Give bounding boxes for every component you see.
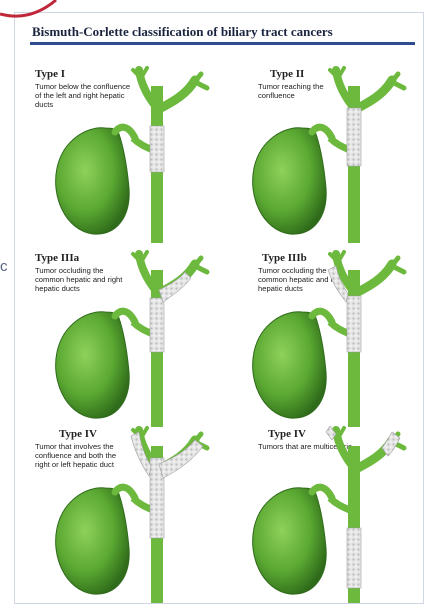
tumor-region [347, 528, 361, 588]
figure-title: Bismuth-Corlette classification of bilia… [32, 24, 422, 42]
panel-type-i: Type I Tumor below the confluence of the… [35, 68, 235, 243]
cut-off-text: c [0, 258, 8, 275]
panel-type-ii: Type II Tumor reaching the confluence [232, 68, 432, 243]
panel-type-iv-b: Type IV Tumors that are multicentric [232, 428, 432, 603]
gallbladder [253, 128, 327, 234]
tumor-region [347, 296, 361, 352]
gallbladder [56, 128, 130, 234]
gallbladder [253, 488, 327, 594]
tumor-region [159, 440, 203, 478]
gallbladder [56, 312, 130, 418]
tumor-region [150, 126, 164, 172]
biliary-tree-illustration [35, 68, 235, 243]
gallbladder [56, 488, 130, 594]
gallbladder [253, 312, 327, 418]
biliary-tree-illustration [35, 428, 235, 603]
tumor-region [150, 298, 164, 352]
title-rule [30, 42, 415, 45]
panel-type-iv-a: Type IV Tumor that involves the confluen… [35, 428, 235, 603]
panel-type-iiia: Type IIIa Tumor occluding the common hep… [35, 252, 235, 427]
biliary-tree-illustration [232, 252, 432, 427]
biliary-tree-illustration [232, 68, 432, 243]
biliary-tree-illustration [232, 428, 432, 603]
tumor-region [347, 108, 361, 166]
biliary-tree-illustration [35, 252, 235, 427]
panel-type-iiib: Type IIIb Tumor occluding the common hep… [232, 252, 432, 427]
